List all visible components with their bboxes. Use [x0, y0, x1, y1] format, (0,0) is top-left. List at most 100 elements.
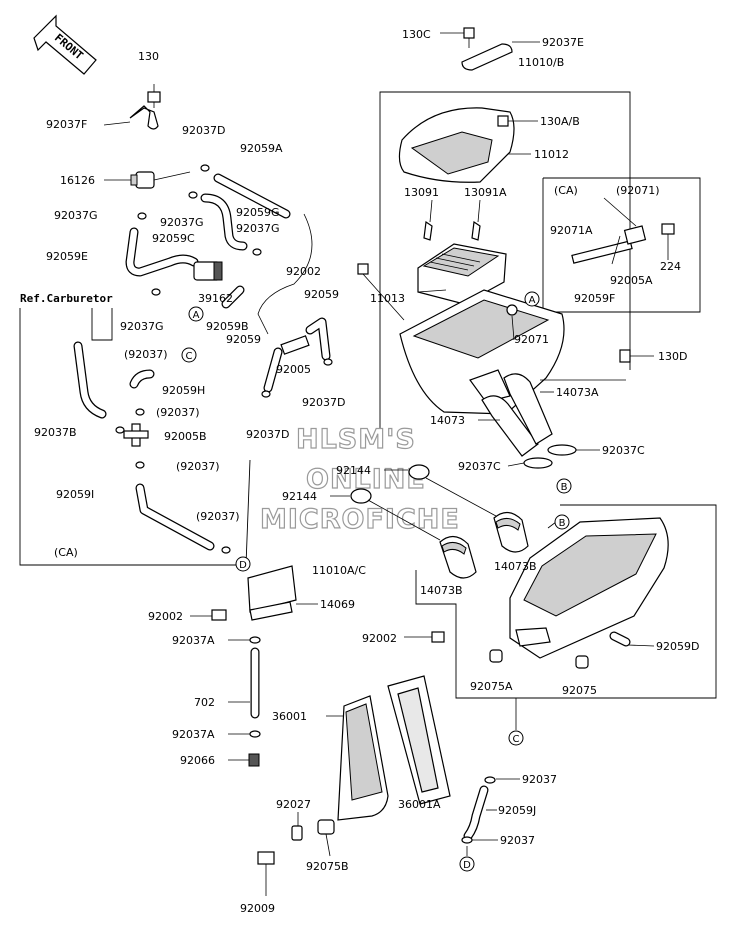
- label-36001A: 36001A: [398, 798, 441, 811]
- valve-16126: [130, 171, 191, 189]
- label-92037-ca1: (92037): [124, 348, 168, 361]
- clamp-92037-ca4: [221, 546, 231, 554]
- label-92059-b: 92059: [304, 288, 339, 301]
- clamp-92037-e: [461, 836, 473, 844]
- label-92037D-c: 92037D: [246, 428, 289, 441]
- bracket-92037F: [129, 105, 159, 130]
- front-arrow-icon: FRONT: [33, 14, 97, 75]
- label-92059B: 92059B: [206, 320, 249, 333]
- collar-92027: [291, 825, 303, 841]
- label-11012: 11012: [534, 148, 569, 161]
- label-92066: 92066: [180, 754, 215, 767]
- grommet-92075A: [489, 649, 503, 663]
- label-14073B-b: 14073B: [420, 584, 463, 597]
- label-92075: 92075: [562, 684, 597, 697]
- clamp-92037C-a: [523, 457, 553, 469]
- clamp-92037G-a: [137, 212, 147, 220]
- clip-13091: [423, 220, 433, 241]
- label-92059I: 92059I: [56, 488, 94, 501]
- label-92071A: 92071A: [550, 224, 593, 237]
- label-224: 224: [660, 260, 681, 273]
- clamp-92037-d: [484, 776, 496, 784]
- label-92037B: 92037B: [34, 426, 77, 439]
- label-11010AC: 11010A/C: [312, 564, 366, 577]
- bolt-130AB: [497, 115, 509, 127]
- label-92071: 92071: [514, 333, 549, 346]
- boot-14073B-b: [439, 535, 477, 579]
- label-13091: 13091: [404, 186, 439, 199]
- clamp-92037C-b: [547, 444, 577, 456]
- label-92037-ca3: (92037): [176, 460, 220, 473]
- label-92059H: 92059H: [162, 384, 205, 397]
- svg-text:C: C: [186, 351, 193, 362]
- label-92059E: 92059E: [46, 250, 88, 263]
- group-frame-ca-inner: [542, 177, 701, 313]
- callout-a-2: A: [524, 291, 540, 307]
- label-92037-e: 92037: [500, 834, 535, 847]
- label-92037-ca4: (92037): [196, 510, 240, 523]
- label-92037F: 92037F: [46, 118, 87, 131]
- label-39162: 39162: [198, 292, 233, 305]
- filter-39162: [193, 261, 223, 281]
- duct-14073A: [503, 373, 553, 445]
- bolt-130C: [463, 27, 475, 39]
- clamp-92037G-c: [252, 248, 262, 256]
- watermark-line-2: ONLINE: [306, 464, 426, 495]
- label-92037C-a: 92037C: [458, 460, 501, 473]
- label-16126: 16126: [60, 174, 95, 187]
- label-92059A: 92059A: [240, 142, 283, 155]
- callout-b-2: B: [554, 514, 570, 530]
- label-14073B-a: 14073B: [494, 560, 537, 573]
- label-92005: 92005: [276, 363, 311, 376]
- air-box-cover-11012: [398, 107, 515, 183]
- label-11010B: 11010/B: [518, 56, 564, 69]
- grommet-92071: [506, 304, 518, 316]
- label-92075A: 92075A: [470, 680, 513, 693]
- label-14073A: 14073A: [556, 386, 599, 399]
- label-92059J: 92059J: [498, 804, 536, 817]
- svg-text:C: C: [513, 734, 520, 745]
- bolt-92002-a: [357, 263, 369, 275]
- label-ca-left: (CA): [54, 546, 78, 559]
- label-92037G-a: 92037G: [54, 209, 98, 222]
- air-duct-11010AC: [509, 517, 669, 659]
- label-92037-d: 92037: [522, 773, 557, 786]
- label-92037G-b: 92037G: [160, 216, 204, 229]
- label-92059D: 92059D: [656, 640, 699, 653]
- label-92037E: 92037E: [542, 36, 584, 49]
- label-92037A-b: 92037A: [172, 728, 215, 741]
- label-92037C-b: 92037C: [602, 444, 645, 457]
- label-92144-a: 92144: [336, 464, 371, 477]
- svg-text:A: A: [529, 295, 536, 306]
- label-14073: 14073: [430, 414, 465, 427]
- label-92002-b: 92002: [362, 632, 397, 645]
- svg-text:D: D: [239, 560, 247, 571]
- svg-text:B: B: [561, 482, 568, 493]
- bolt-130D: [619, 349, 631, 363]
- fitting-92005: [280, 335, 310, 355]
- grommet-92075B: [317, 819, 335, 835]
- label-92059G: 92059G: [236, 206, 280, 219]
- oring-92144-a: [408, 464, 430, 480]
- label-130AB: 130A/B: [540, 115, 580, 128]
- label-130: 130: [138, 50, 159, 63]
- label-130C: 130C: [402, 28, 431, 41]
- group-frame-left-top: [91, 308, 113, 341]
- group-frame-left-ca: [19, 308, 251, 566]
- callout-a-1: A: [188, 306, 204, 322]
- label-36001: 36001: [272, 710, 307, 723]
- fitting-92005B: [123, 423, 149, 447]
- label-14069: 14069: [320, 598, 355, 611]
- bolt-130: [147, 91, 161, 108]
- grommet-92075: [575, 655, 589, 669]
- label-ca-right: (CA): [554, 184, 578, 197]
- label-130D: 130D: [658, 350, 687, 363]
- clamp-92037A-a: [249, 636, 261, 644]
- callout-d-2: D: [459, 856, 475, 872]
- oring-92144-b: [350, 488, 372, 504]
- clamp-92037B: [115, 426, 125, 434]
- duct-14073: [481, 395, 539, 457]
- clip-13091A: [471, 220, 481, 241]
- label-92037G-c: 92037G: [236, 222, 280, 235]
